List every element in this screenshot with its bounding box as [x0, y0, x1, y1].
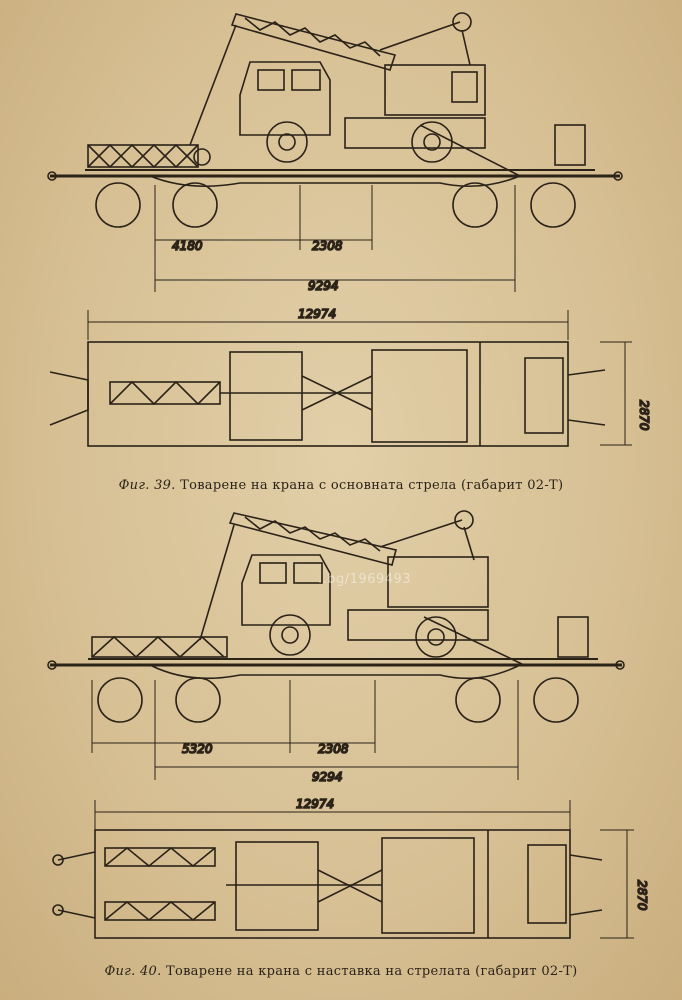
fig39-dim-length: 12974	[298, 307, 336, 321]
watermark-text: ..bg/1969493	[318, 572, 412, 587]
fig39-dim-total: 9294	[308, 279, 339, 293]
fig40-wheels	[97, 677, 579, 723]
fig40-dimensions	[91, 680, 519, 780]
fig40-caption: Фиг. 40. Товарене на крана с наставка на…	[0, 964, 682, 979]
fig40-number: Фиг. 40.	[104, 964, 162, 979]
fig39-dimensions	[154, 185, 516, 292]
fig40-dim-width: 2870	[635, 880, 649, 911]
fig40-deck	[52, 829, 603, 939]
fig39-top-view: 12974 2870	[49, 306, 652, 447]
fig39-dim-a: 4180	[172, 239, 203, 253]
fig40-dim-length: 12974	[296, 797, 334, 811]
fig40-jib	[199, 510, 525, 666]
fig39-number: Фиг. 39.	[118, 478, 176, 493]
fig40-top-view: 12974 2870	[52, 796, 650, 939]
fig39-truck-cab	[239, 61, 331, 163]
fig39-boom-rest	[87, 143, 211, 169]
fig39-deck	[49, 341, 606, 447]
fig40-dim-b: 2308	[318, 742, 349, 756]
fig40-truck-cab	[241, 554, 331, 656]
fig40-boom-rest	[91, 635, 228, 659]
fig39-dim-b: 2308	[312, 239, 343, 253]
fig40-side-view: 5320 2308 9294	[47, 510, 625, 785]
fig39-wheels	[95, 182, 576, 228]
fig39-platform	[47, 169, 623, 187]
fig40-platform	[47, 658, 625, 680]
fig40-top-dimension	[94, 800, 634, 939]
fig39-dim-width: 2870	[637, 400, 651, 431]
fig39-top-dimension	[87, 310, 632, 446]
fig39-side-view: 4180 2308 9294	[47, 12, 623, 294]
fig39-caption-text: Товарене на крана с основната стрела (га…	[180, 478, 564, 493]
fig39-boom-plan	[109, 342, 481, 446]
fig40-boom-plan	[104, 830, 489, 938]
fig39-jib	[189, 12, 521, 177]
fig40-caption-text: Товарене на крана с наставка на стрелата…	[165, 964, 578, 979]
fig40-dim-a: 5320	[182, 742, 213, 756]
fig39-crane-body	[344, 64, 586, 166]
fig39-caption: Фиг. 39. Товарене на крана с основната с…	[0, 478, 682, 493]
fig40-crane-body	[347, 556, 589, 658]
fig40-dim-total: 9294	[312, 770, 343, 784]
